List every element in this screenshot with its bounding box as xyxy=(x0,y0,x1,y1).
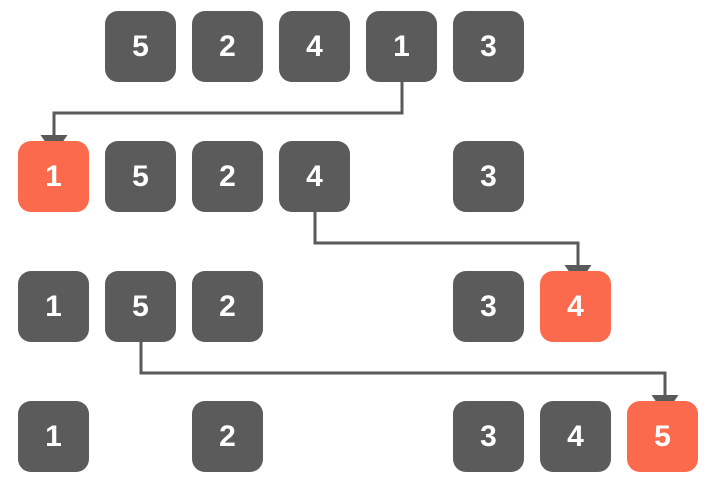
array-cell-value: 5 xyxy=(132,289,149,323)
array-cell-value: 2 xyxy=(219,419,236,453)
array-cell-value: 2 xyxy=(219,289,236,323)
array-cell[interactable]: 4 xyxy=(540,271,611,342)
array-cell-value: 1 xyxy=(45,419,62,453)
array-cell[interactable]: 1 xyxy=(18,401,89,472)
array-cell-value: 1 xyxy=(45,289,62,323)
array-cell[interactable]: 5 xyxy=(105,141,176,212)
array-cell-value: 3 xyxy=(480,289,497,323)
array-cell[interactable]: 1 xyxy=(18,141,89,212)
array-cell[interactable]: 2 xyxy=(192,401,263,472)
array-cell[interactable]: 4 xyxy=(279,11,350,82)
array-cell[interactable]: 3 xyxy=(453,271,524,342)
arrow-move-1 xyxy=(40,82,404,155)
array-cell-value: 4 xyxy=(567,419,584,453)
array-cell[interactable]: 2 xyxy=(192,141,263,212)
array-cell-value: 4 xyxy=(567,289,584,323)
array-cell-value: 1 xyxy=(393,29,410,63)
array-cell[interactable]: 5 xyxy=(105,271,176,342)
array-cell[interactable]: 2 xyxy=(192,271,263,342)
array-cell[interactable]: 1 xyxy=(18,271,89,342)
array-cell[interactable]: 3 xyxy=(453,141,524,212)
array-cell-value: 2 xyxy=(219,159,236,193)
array-cell[interactable]: 5 xyxy=(105,11,176,82)
arrow-move-5 xyxy=(139,342,679,415)
array-cell-value: 5 xyxy=(132,29,149,63)
array-cell[interactable]: 5 xyxy=(627,401,698,472)
array-cell-value: 4 xyxy=(306,29,323,63)
array-cell-value: 1 xyxy=(45,159,62,193)
array-cell-value: 3 xyxy=(480,29,497,63)
array-cell[interactable]: 2 xyxy=(192,11,263,82)
arrow-move-4 xyxy=(313,212,592,285)
array-cell-value: 2 xyxy=(219,29,236,63)
array-cell-value: 3 xyxy=(480,159,497,193)
array-cell[interactable]: 1 xyxy=(366,11,437,82)
array-cell[interactable]: 4 xyxy=(279,141,350,212)
array-cell[interactable]: 3 xyxy=(453,401,524,472)
array-cell-value: 5 xyxy=(132,159,149,193)
array-cell[interactable]: 3 xyxy=(453,11,524,82)
array-cell[interactable]: 4 xyxy=(540,401,611,472)
array-cell-value: 5 xyxy=(654,419,671,453)
array-cell-value: 4 xyxy=(306,159,323,193)
array-cell-value: 3 xyxy=(480,419,497,453)
